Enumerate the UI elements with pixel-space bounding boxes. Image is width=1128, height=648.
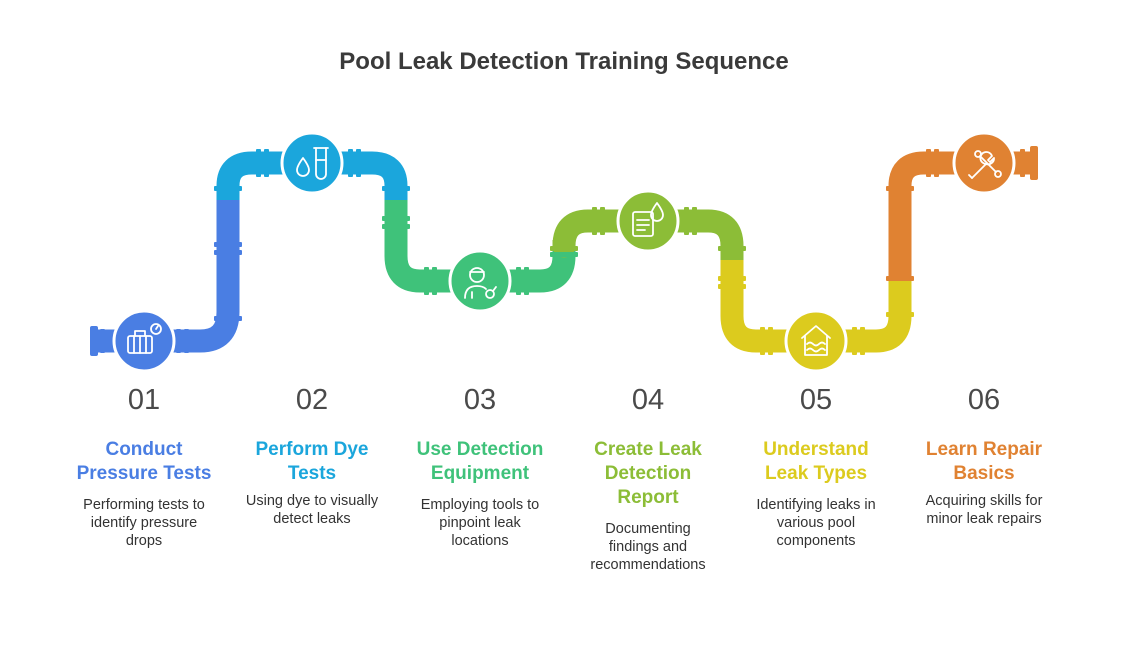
step-description: Identifying leaks in various pool compon… [756, 497, 876, 549]
step-number: 05 [799, 384, 833, 416]
step-description: Performing tests to identify pressure dr… [83, 497, 205, 549]
pipe-segment-1 [94, 200, 240, 353]
step-description: Using dye to visually detect leaks [245, 493, 379, 527]
step-description: Employing tools to pinpoint leak locatio… [420, 497, 540, 549]
step-title: Use Detection Equipment [416, 439, 544, 484]
step-description: Acquiring skills for minor leak repairs [925, 493, 1043, 527]
report-drop-icon [616, 189, 680, 253]
step-number: 02 [295, 384, 329, 416]
step-number: 01 [127, 384, 161, 416]
dye-test-tube-icon [280, 131, 344, 195]
step-title: Create Leak Detection Report [594, 439, 702, 508]
wrench-tools-icon [952, 131, 1016, 195]
step-number: 04 [631, 384, 665, 416]
pool-house-icon [784, 309, 848, 373]
step-title: Learn Repair Basics [925, 439, 1043, 484]
step-number: 06 [967, 384, 1001, 416]
step-title: Perform Dye Tests [255, 439, 369, 484]
step-title: Understand Leak Types [763, 439, 869, 484]
step-number: 03 [463, 384, 497, 416]
pressure-gauge-icon [112, 309, 176, 373]
pipe-segment-6 [888, 151, 1034, 280]
step-description: Documenting findings and recommendations [590, 521, 706, 573]
page-title: Pool Leak Detection Training Sequence [339, 48, 789, 75]
step-title: Conduct Pressure Tests [76, 439, 212, 484]
technician-icon [448, 249, 512, 313]
